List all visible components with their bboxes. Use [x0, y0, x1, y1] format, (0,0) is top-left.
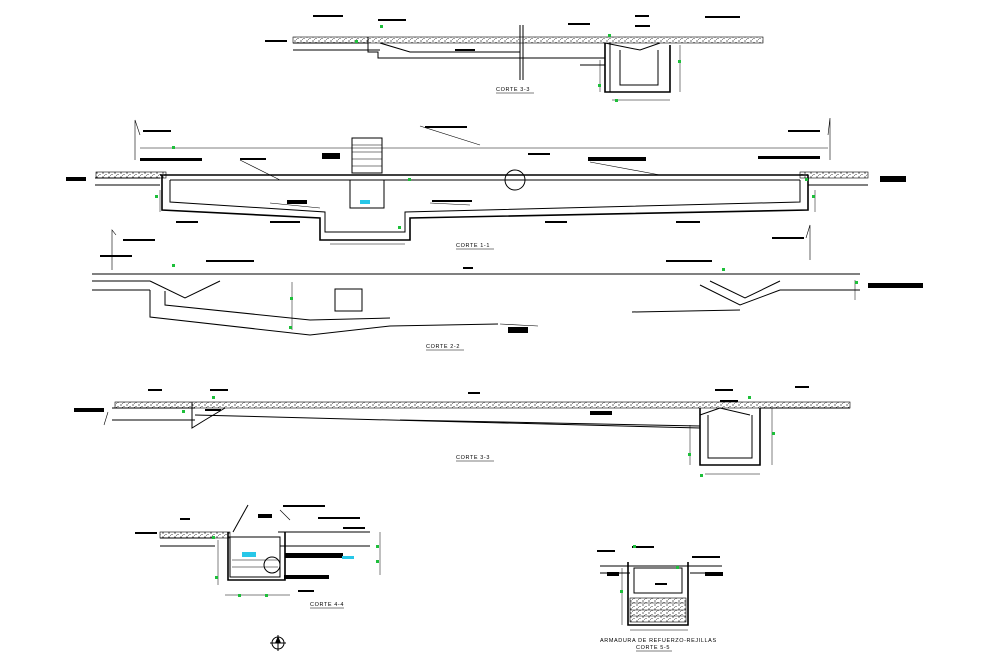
section-title: CORTE 1-1: [456, 243, 490, 249]
section-corte-4-4: CORTE 4-4: [135, 504, 381, 609]
section-title: CORTE 4-4: [310, 602, 344, 608]
section-corte-2-2: CORTE 2-2: [92, 224, 923, 351]
section-corte-5-5: ARMADURA DE REFUERZO-REJILLAS CORTE 5-5: [597, 545, 723, 652]
section-title: CORTE 2-2: [426, 344, 460, 350]
north-arrow-icon: [270, 635, 286, 651]
section-corte-3-3-mid: CORTE 3-3: [74, 386, 851, 477]
section-corte-1-1: CORTE 1-1: [66, 117, 906, 250]
section-subtitle: CORTE 5-5: [636, 645, 670, 651]
section-corte-3-3-top: CORTE 3-3: [265, 15, 764, 102]
section-title: CORTE 3-3: [496, 87, 530, 93]
section-title: CORTE 3-3: [456, 455, 490, 461]
section-title: ARMADURA DE REFUERZO-REJILLAS: [600, 638, 717, 644]
